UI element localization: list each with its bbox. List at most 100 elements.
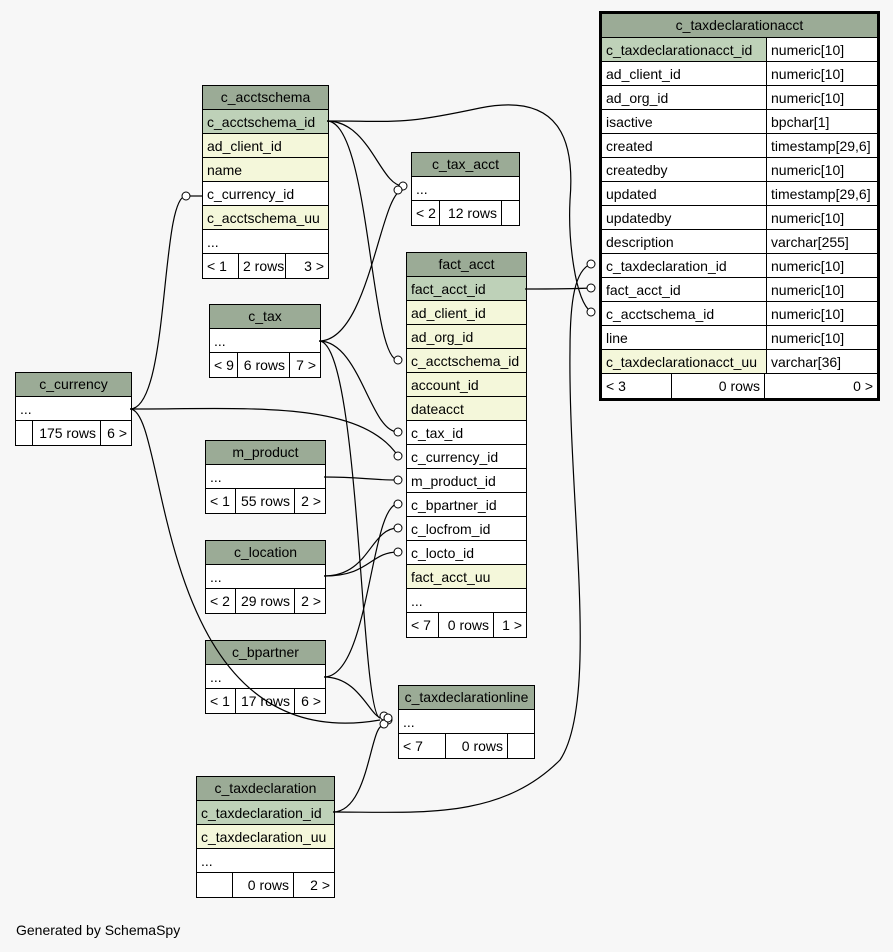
table-header[interactable]: c_taxdeclarationline [399, 686, 534, 710]
column-name: updated [606, 186, 657, 202]
column-row[interactable]: account_id [407, 373, 526, 397]
children-link[interactable] [502, 201, 519, 225]
table-header[interactable]: c_tax_acct [412, 153, 519, 177]
parents-link[interactable]: < 1 [203, 254, 239, 278]
column-row[interactable]: ... [197, 849, 334, 873]
column-name: c_acctschema_id [606, 306, 715, 322]
column-row[interactable]: dateacct [407, 397, 526, 421]
column-row[interactable]: c_tax_id [407, 421, 526, 445]
parents-link[interactable]: < 9 [210, 353, 238, 377]
children-link[interactable]: 6 > [301, 693, 321, 709]
table-header[interactable]: c_taxdeclaration [197, 777, 334, 801]
children-link[interactable] [508, 734, 534, 758]
edge-acctschema-taxacct [326, 120, 404, 187]
parents-link[interactable]: < 3 [602, 374, 672, 398]
children-link[interactable]: 1 > [502, 617, 522, 633]
children-link[interactable]: 7 > [296, 357, 316, 373]
table-header[interactable]: m_product [206, 441, 325, 465]
column-row[interactable]: fact_acct_uu [407, 565, 526, 589]
table-header[interactable]: c_currency [16, 373, 131, 397]
generated-by-note: Generated by SchemaSpy [16, 922, 181, 938]
column-name: ad_client_id [207, 138, 282, 154]
children-link[interactable]: 6 > [107, 425, 127, 441]
children-link[interactable]: 2 > [301, 593, 321, 609]
column-row[interactable]: ... [399, 710, 534, 734]
table-header[interactable]: c_taxdeclarationacct [602, 14, 877, 38]
column-row[interactable]: c_acctschema_id [407, 349, 526, 373]
column-name: c_taxdeclaration_uu [201, 829, 327, 845]
column-row[interactable]: ad_client_id [203, 134, 328, 158]
parents-link[interactable]: < 1 [206, 489, 236, 513]
column-row[interactable]: ... [206, 665, 325, 689]
column-row[interactable]: c_acctschema_uu [203, 206, 328, 230]
column-row[interactable]: c_locfrom_id [407, 517, 526, 541]
column-row[interactable]: c_bpartner_id [407, 493, 526, 517]
parents-link[interactable]: < 2 [206, 589, 236, 613]
column-row[interactable]: ad_org_id [407, 325, 526, 349]
table-header[interactable]: c_bpartner [206, 641, 325, 665]
table-header[interactable]: c_tax [210, 305, 320, 329]
children-link[interactable]: 0 > [853, 378, 873, 394]
column-row[interactable]: c_locto_id [407, 541, 526, 565]
column-row[interactable]: ... [16, 397, 131, 421]
column-row[interactable]: ... [206, 465, 325, 489]
parents-link[interactable]: < 1 [206, 689, 236, 713]
column-row[interactable]: ... [203, 230, 328, 254]
column-row[interactable]: ... [412, 177, 519, 201]
parents-link[interactable] [16, 421, 33, 445]
column-row[interactable]: c_taxdeclaration_uu [197, 825, 334, 849]
parents-link[interactable] [197, 873, 233, 897]
children-link[interactable]: 3 > [304, 258, 324, 274]
children-link[interactable]: 2 > [301, 493, 321, 509]
column-row[interactable]: ad_client_id [407, 301, 526, 325]
column-row[interactable]: ... [210, 329, 320, 353]
table-header[interactable]: fact_acct [407, 253, 526, 277]
column-row[interactable]: ... [407, 589, 526, 613]
column-row[interactable]: c_currency_id [203, 182, 328, 206]
parents-link[interactable]: < 2 [412, 201, 440, 225]
table-header[interactable]: c_location [206, 541, 325, 565]
column-row[interactable]: m_product_id [407, 469, 526, 493]
column-row[interactable]: c_currency_id [407, 445, 526, 469]
parents-link[interactable]: < 7 [407, 613, 439, 637]
column-row[interactable]: c_taxdeclaration_id [197, 801, 334, 825]
table-header[interactable]: c_acctschema [203, 86, 328, 110]
fk-end-marker [393, 499, 403, 509]
column-row[interactable]: c_acctschema_id [203, 110, 328, 134]
fk-end-marker [586, 283, 596, 293]
column-row[interactable]: name [203, 158, 328, 182]
column-name: ... [207, 234, 219, 250]
fk-end-marker [383, 713, 393, 723]
column-row[interactable]: ... [206, 565, 325, 589]
column-row[interactable]: fact_acct_id [407, 277, 526, 301]
parents-link[interactable]: < 7 [399, 734, 446, 758]
children-link[interactable]: 2 > [310, 877, 330, 893]
